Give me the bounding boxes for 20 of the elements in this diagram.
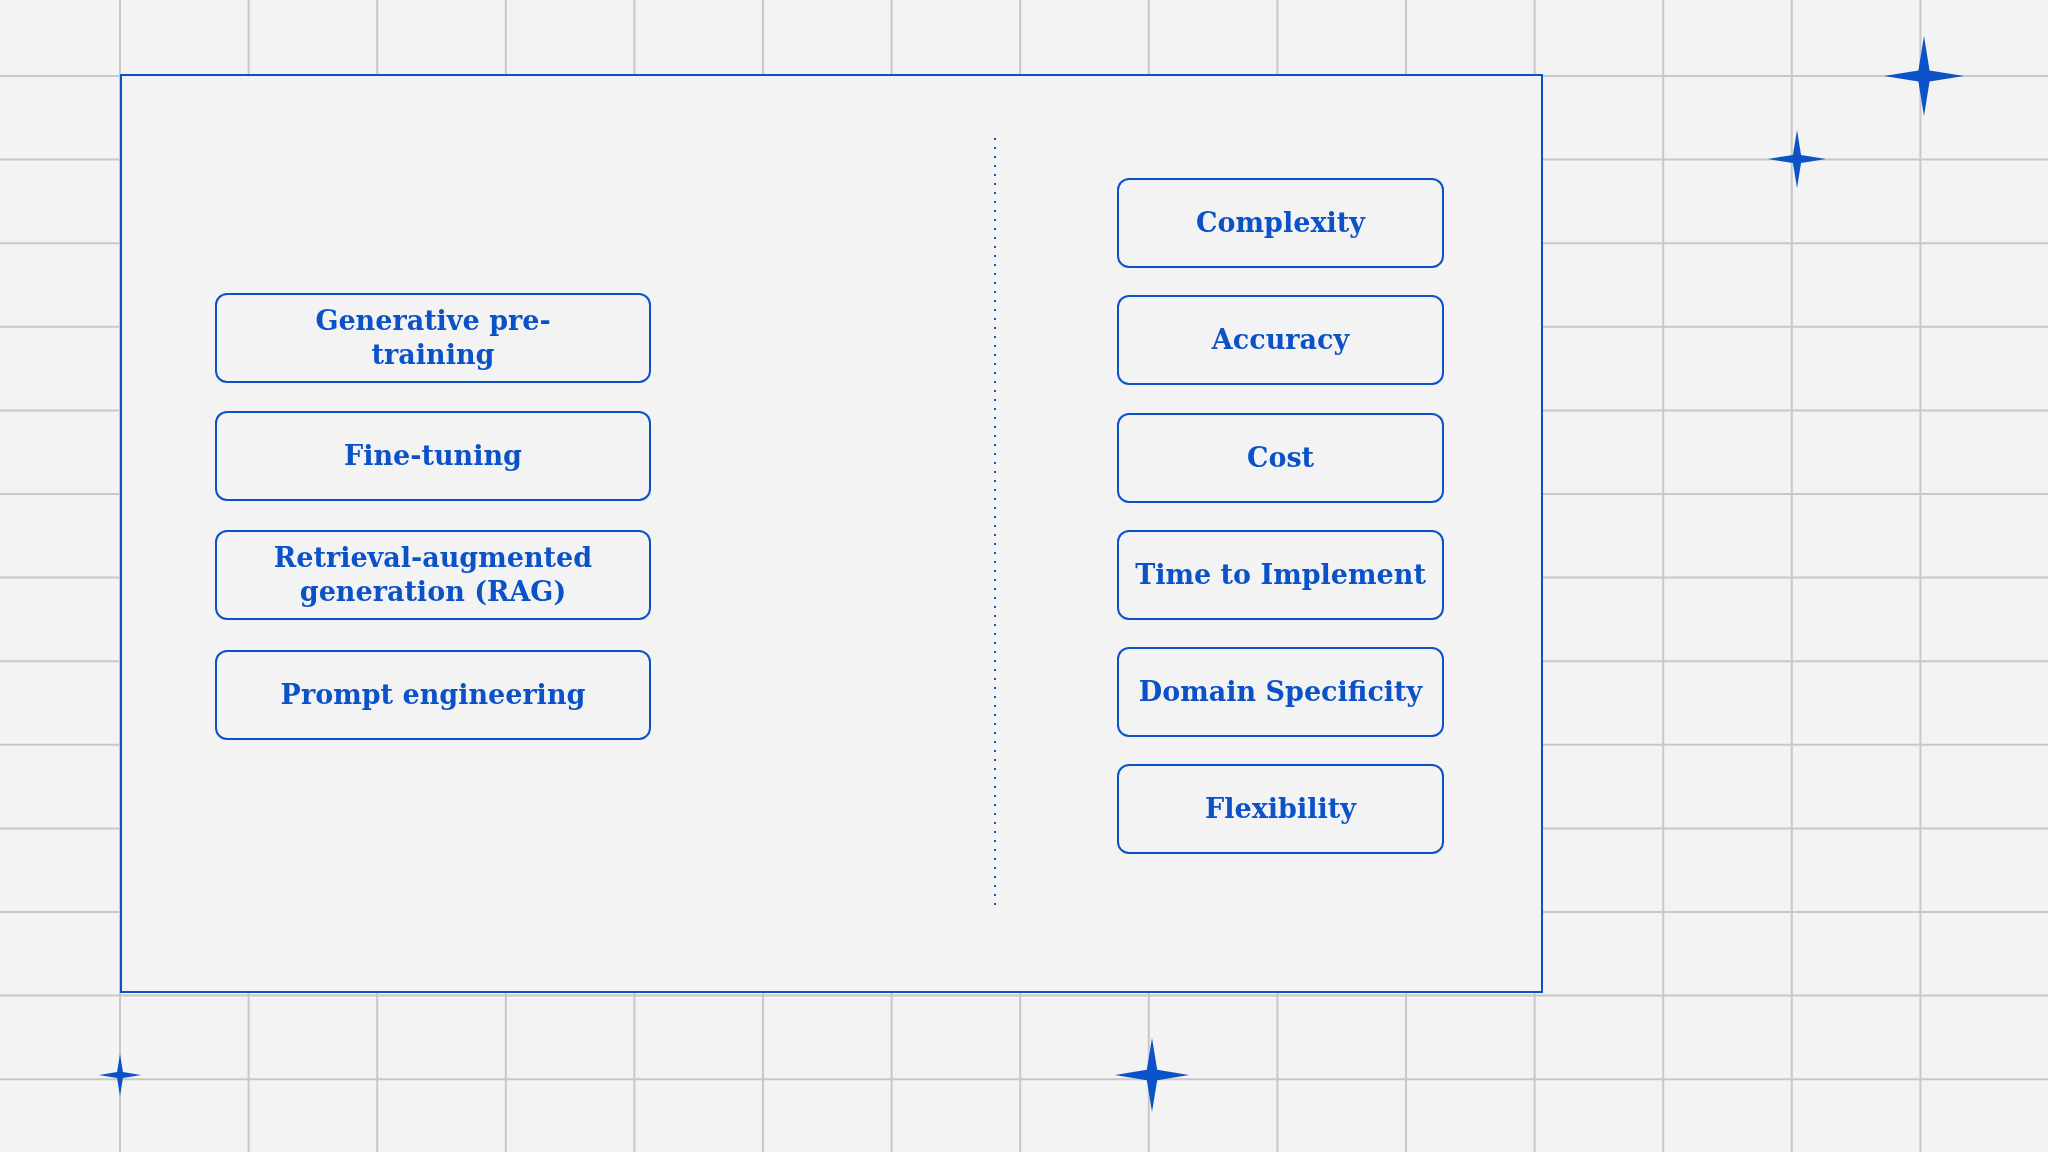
box-label: Cost xyxy=(1246,441,1315,475)
box-label: Domain Specificity xyxy=(1138,675,1423,709)
option-box xyxy=(1117,178,1444,268)
option-box xyxy=(1117,530,1444,620)
option-box xyxy=(1117,647,1444,737)
box-label: Retrieval-augmented generation (RAG) xyxy=(272,541,594,609)
box-label: Generative pre-training xyxy=(314,304,552,372)
option-box xyxy=(1117,413,1444,503)
option-box xyxy=(1117,295,1444,385)
box-label: Time to Implement xyxy=(1135,558,1426,592)
option-box xyxy=(215,530,651,620)
box-label: Fine-tuning xyxy=(344,439,522,473)
option-box xyxy=(215,293,651,383)
box-label: Accuracy xyxy=(1211,323,1350,357)
option-box xyxy=(215,650,651,740)
option-box xyxy=(215,411,651,501)
box-label: Prompt engineering xyxy=(280,678,586,712)
box-label: Flexibility xyxy=(1205,792,1356,826)
option-box xyxy=(1117,764,1444,854)
box-label: Complexity xyxy=(1196,206,1365,240)
